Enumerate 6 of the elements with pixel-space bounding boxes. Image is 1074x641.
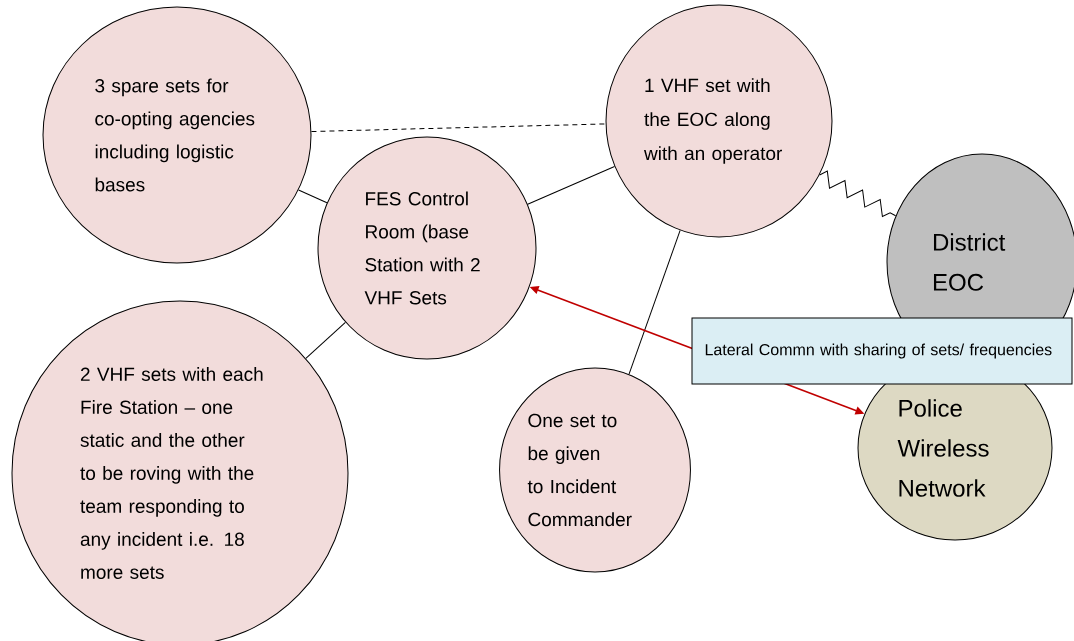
radio-link (819, 170, 897, 218)
connector-line (305, 321, 346, 359)
connector-line (628, 229, 681, 375)
connector-line (298, 189, 328, 204)
callout-box: Lateral Commn with sharing of sets/ frequencies (691, 317, 1073, 385)
connector-line (527, 165, 615, 205)
